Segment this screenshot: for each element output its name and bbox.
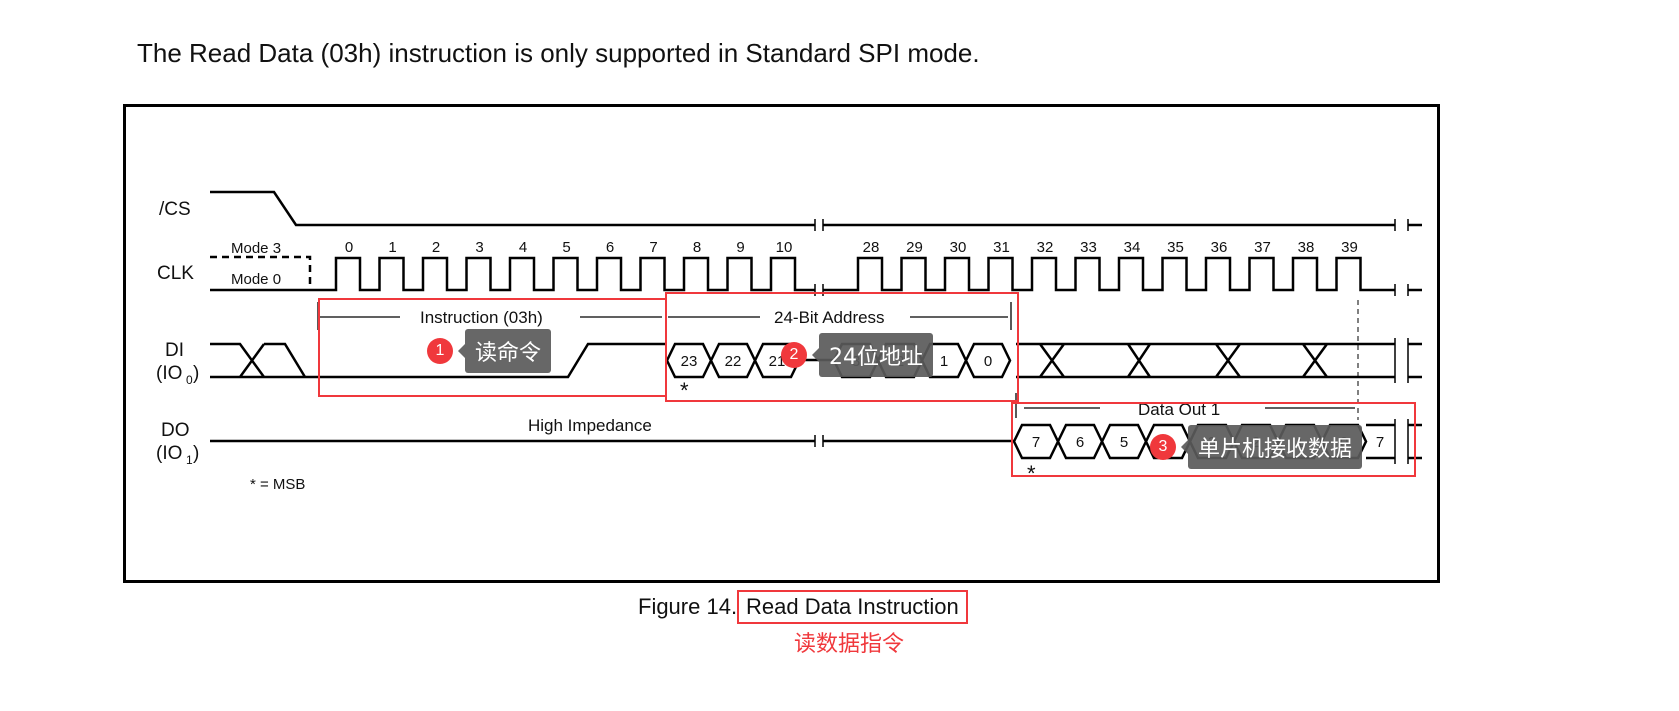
data-bit: 7 [1032,434,1040,451]
dimension-arrows [318,316,1355,409]
clock-label: 5 [562,239,570,256]
clock-label: 35 [1167,239,1184,256]
address-bit: 22 [725,353,742,370]
clock-label: 36 [1211,239,1228,256]
msb-marker-data: * [1027,461,1036,486]
clock-label: 4 [519,239,527,256]
address-bit: 0 [984,353,992,370]
clock-label: 38 [1298,239,1315,256]
instruction-label: Instruction (03h) [420,308,543,327]
clk-waveform-right [823,256,1422,292]
figure-frame [123,104,1440,583]
callout-badge: 2 [781,342,807,368]
address-label: 24-Bit Address [774,308,885,327]
clock-label: 2 [432,239,440,256]
data-highlight [1011,402,1416,477]
clock-label: 32 [1037,239,1054,256]
svg-text:): ) [193,363,199,384]
mode0-label: Mode 0 [231,271,281,288]
callout-read-command: 1 读命令 [427,329,552,373]
di-label: DI [165,340,184,361]
clock-label: 29 [906,239,923,256]
callout-text: 单片机接收数据 [1180,425,1363,469]
clock-label: 8 [693,239,701,256]
clock-label: 39 [1341,239,1358,256]
mode3-label: Mode 3 [231,240,281,257]
data-bit: 7 [1376,434,1384,451]
di-dontcare-waveform [1016,342,1422,379]
cs-waveform [210,190,1422,227]
callout-text: 读命令 [457,329,552,373]
clock-label: 3 [475,239,483,256]
cs-label: /CS [159,199,191,220]
address-highlight [665,292,1019,402]
high-impedance-label: High Impedance [528,416,652,435]
data-bit: 6 [1076,434,1084,451]
clock-label: 37 [1254,239,1271,256]
msb-legend: * = MSB [250,476,305,493]
clk-waveform-left [210,256,815,292]
svg-text:1: 1 [186,453,193,467]
do-label: DO [161,420,190,441]
clock-label: 28 [863,239,880,256]
do-continuation [1366,423,1422,460]
clock-label: 9 [736,239,744,256]
clock-label: 0 [345,239,353,256]
clk-label: CLK [157,263,194,284]
svg-text:): ) [193,443,199,464]
callout-text: 24位地址 [812,333,933,377]
clock-label: 7 [649,239,657,256]
msb-marker-address: * [680,378,689,403]
do-sub-label: (IO 1 ) [156,443,199,467]
clock-label: 6 [606,239,614,256]
caption-note: 读数据指令 [794,632,905,657]
caption-prefix: Figure 14. [638,594,738,619]
clock-label: 34 [1124,239,1141,256]
svg-text:(IO: (IO [156,443,182,464]
callout-mcu-receive: 3 单片机接收数据 [1150,425,1363,469]
svg-text:0: 0 [186,373,193,387]
intro-text: The Read Data (03h) instruction is only … [137,38,980,68]
address-bit: 1 [940,353,948,370]
caption-title: Read Data Instruction [737,590,968,624]
data-out-label: Data Out 1 [1138,400,1220,419]
clock-label: 10 [776,239,793,256]
di-sub-label: (IO 0 ) [156,363,199,387]
address-bit: 23 [681,353,698,370]
clock-label: 30 [950,239,967,256]
clock-label: 1 [388,239,396,256]
callout-badge: 3 [1150,434,1176,460]
clk-mode3-dashed [210,255,312,290]
clock-label: 31 [993,239,1010,256]
data-bit: 5 [1120,434,1128,451]
di-instruction-waveform [210,342,665,379]
callout-address: 2 24位地址 [781,333,933,377]
callout-badge: 1 [427,338,453,364]
break-markers [814,219,1409,464]
svg-text:(IO: (IO [156,363,182,384]
clock-label: 33 [1080,239,1097,256]
